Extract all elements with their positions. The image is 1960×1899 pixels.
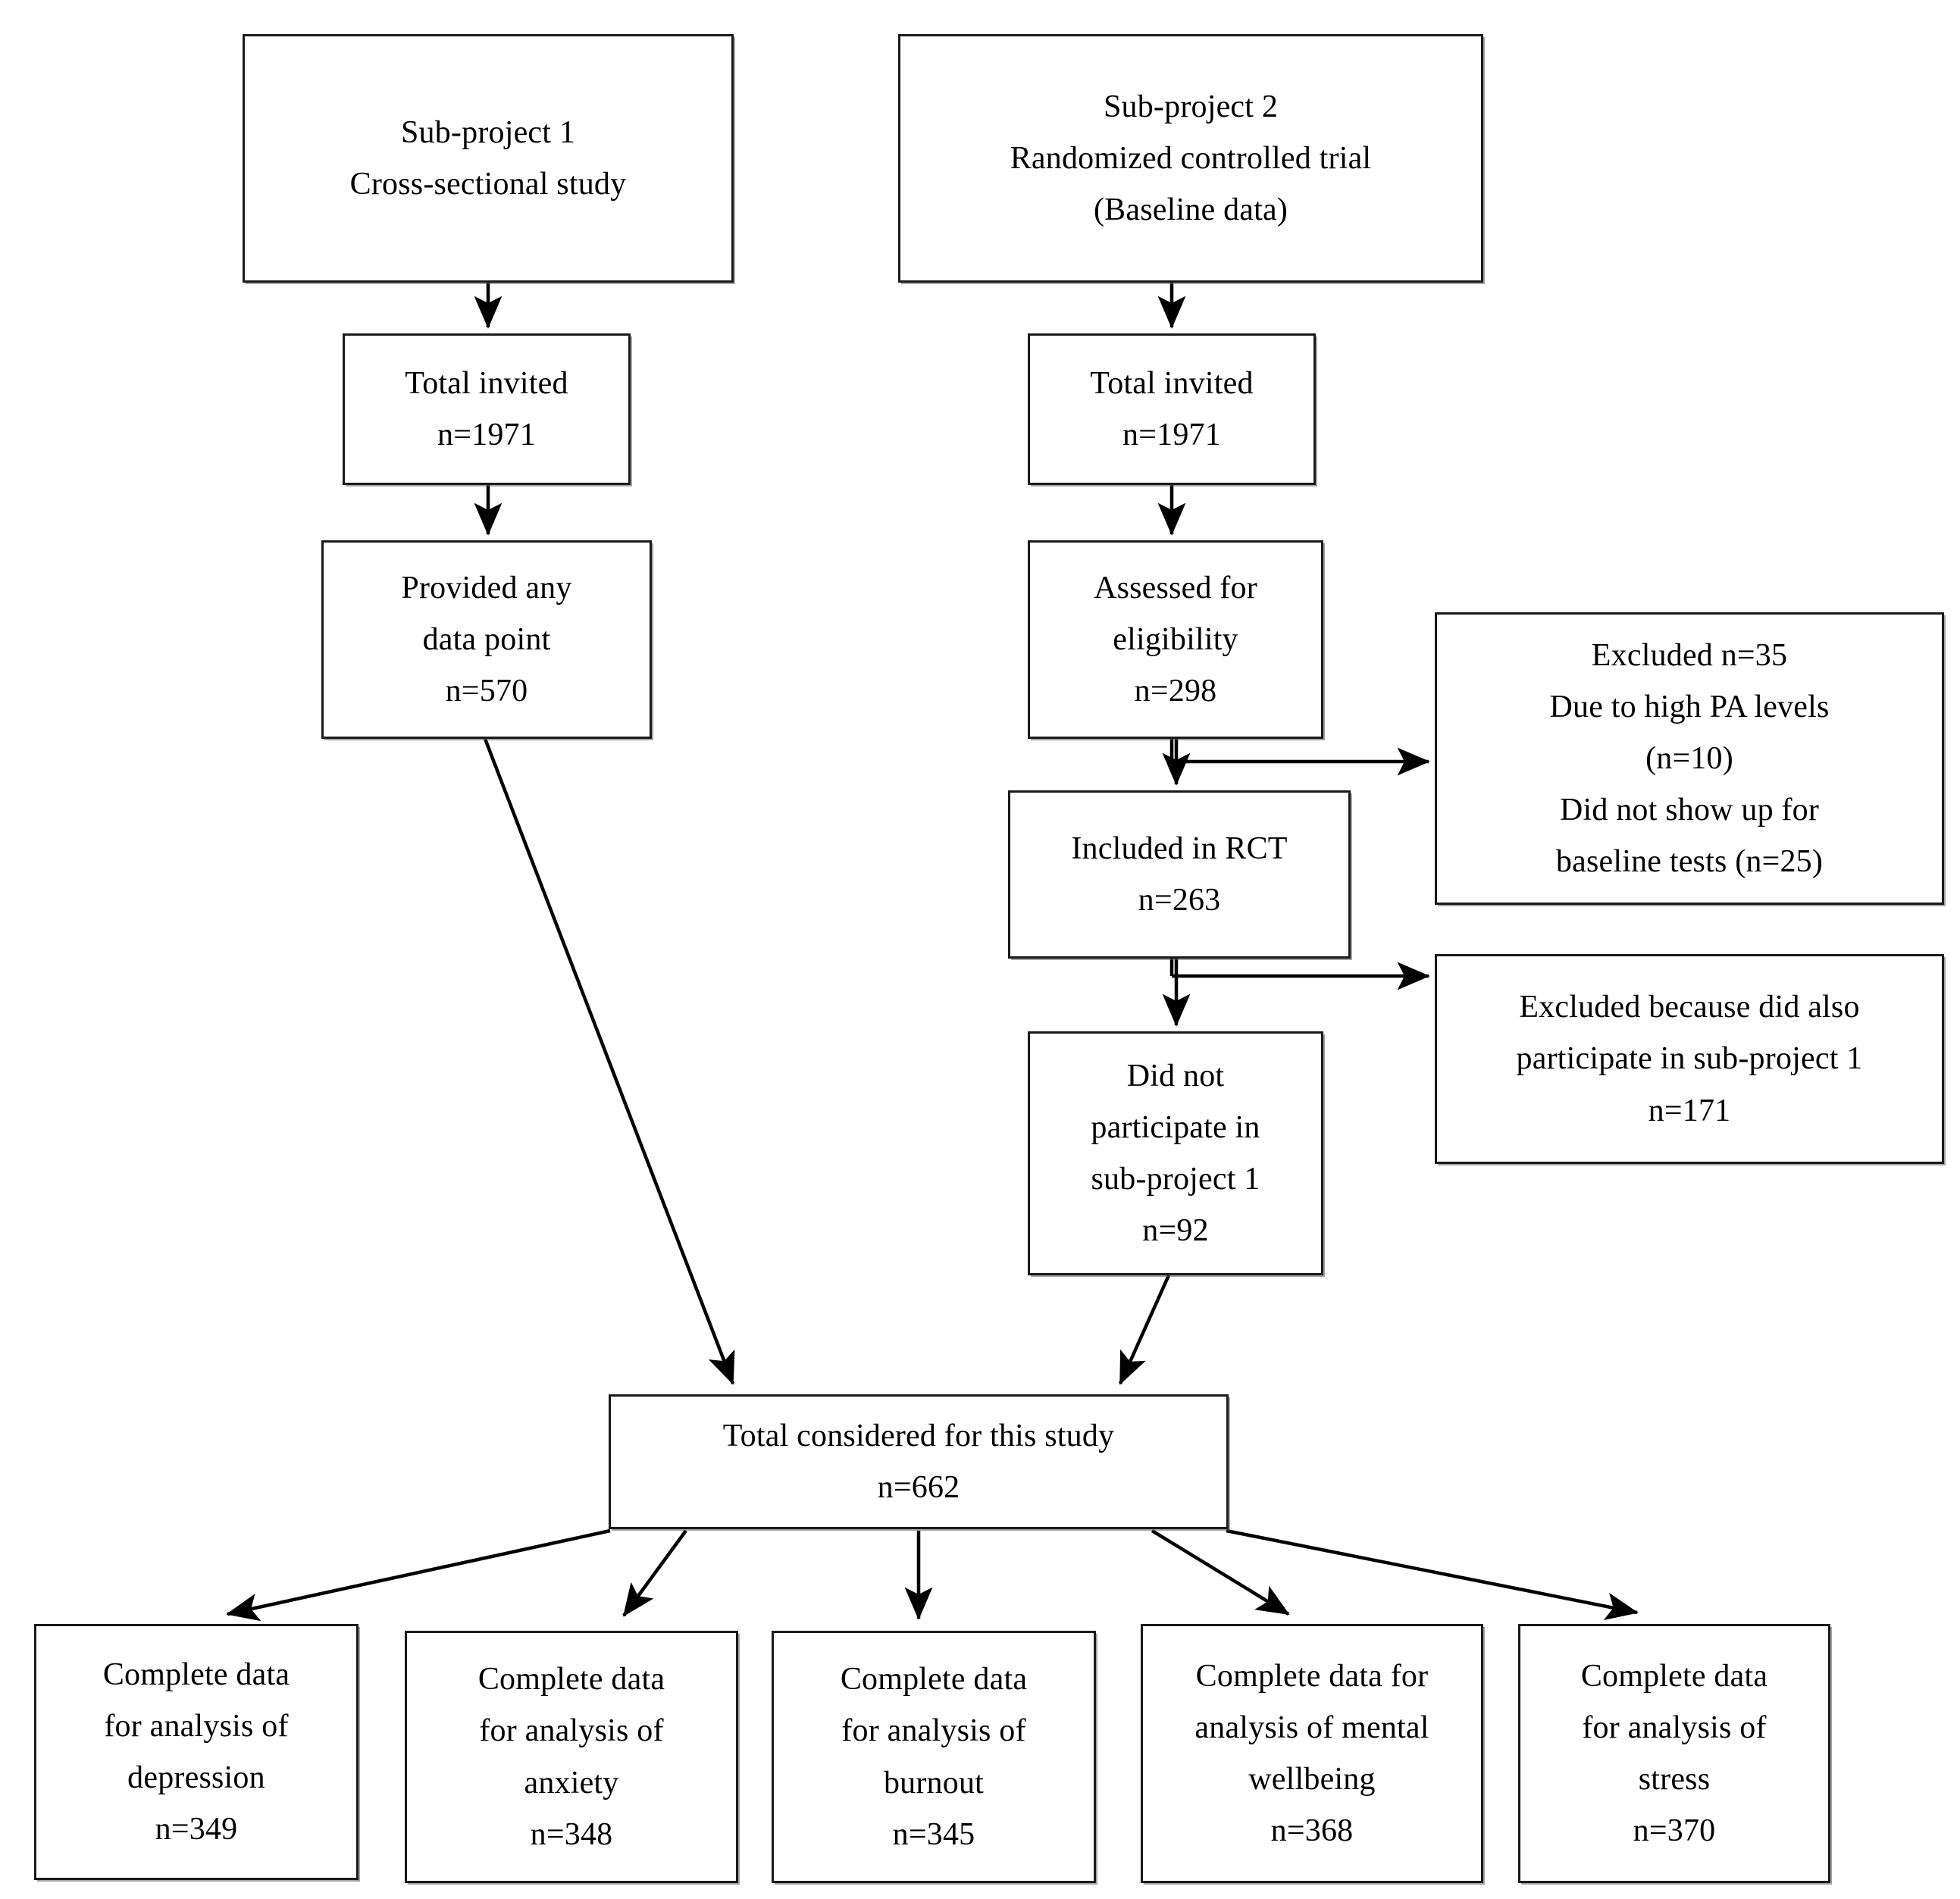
- did-not-participate-count: n=92: [1142, 1213, 1209, 1249]
- arrow-total-to-wellbeing: [1151, 1529, 1290, 1616]
- burnout-line-3: burnout: [883, 1765, 985, 1800]
- included-in-rct-label: Included in RCT: [1071, 831, 1288, 866]
- assessed-for-eligibility-box: Assessed for eligibility n=298: [1028, 540, 1323, 739]
- excluded-35-line-5: baseline tests (n=25): [1555, 844, 1824, 880]
- anxiety-line-3: anxiety: [524, 1765, 619, 1800]
- included-in-rct-box: Included in RCT n=263: [1008, 790, 1351, 959]
- burnout-count: n=345: [892, 1816, 975, 1852]
- complete-data-mental-wellbeing-box: Complete data for analysis of mental wel…: [1141, 1624, 1483, 1883]
- depression-line-1: Complete data: [102, 1657, 290, 1692]
- excluded-35-line-3: (n=10): [1645, 740, 1733, 776]
- burnout-line-1: Complete data: [840, 1662, 1028, 1697]
- sub-project-2-line-3: (Baseline data): [1093, 192, 1288, 228]
- total-invited-1-box: Total invited n=1971: [343, 333, 631, 485]
- arrow-total-to-anxiety: [622, 1529, 687, 1617]
- arrow-notparticipate-to-total: [1118, 1275, 1171, 1385]
- excluded-35-box: Excluded n=35 Due to high PA levels (n=1…: [1435, 612, 1944, 905]
- sub-project-1-box: Sub-project 1 Cross-sectional study: [243, 34, 734, 283]
- complete-data-anxiety-box: Complete data for analysis of anxiety n=…: [405, 1631, 738, 1883]
- assessed-line-2: eligibility: [1113, 621, 1238, 657]
- stress-line-2: for analysis of: [1582, 1710, 1767, 1745]
- assessed-line-1: Assessed for: [1094, 570, 1257, 605]
- sub-project-2-line-1: Sub-project 2: [1103, 89, 1279, 124]
- arrow-provided-to-total: [483, 738, 735, 1385]
- total-invited-1-count: n=1971: [437, 418, 536, 452]
- excluded-35-line-1: Excluded n=35: [1591, 637, 1788, 673]
- wellbeing-count: n=368: [1270, 1813, 1354, 1849]
- sub-project-1-line-2: Cross-sectional study: [349, 167, 627, 202]
- complete-data-depression-box: Complete data for analysis of depression…: [34, 1624, 358, 1880]
- did-not-participate-line-2: participate in: [1091, 1109, 1260, 1145]
- arrow-total-to-stress: [1226, 1528, 1639, 1621]
- complete-data-burnout-box: Complete data for analysis of burnout n=…: [772, 1631, 1096, 1883]
- sub-project-1-line-1: Sub-project 1: [400, 114, 576, 150]
- provided-line-1: Provided any: [401, 570, 572, 605]
- anxiety-line-1: Complete data: [477, 1662, 665, 1697]
- anxiety-count: n=348: [530, 1816, 613, 1852]
- did-not-participate-line-1: Did not: [1126, 1058, 1225, 1093]
- excluded-171-line-1: Excluded because did also: [1519, 990, 1860, 1025]
- burnout-line-2: for analysis of: [841, 1713, 1026, 1749]
- stress-line-3: stress: [1638, 1762, 1711, 1797]
- wellbeing-line-1: Complete data for: [1195, 1658, 1429, 1694]
- stress-line-1: Complete data: [1580, 1658, 1768, 1694]
- provided-any-data-point-box: Provided any data point n=570: [321, 540, 652, 739]
- depression-line-2: for analysis of: [104, 1708, 289, 1744]
- provided-line-2: data point: [422, 621, 551, 657]
- total-considered-box: Total considered for this study n=662: [609, 1394, 1229, 1529]
- total-invited-2-label: Total invited: [1090, 365, 1254, 401]
- sub-project-2-box: Sub-project 2 Randomized controlled tria…: [898, 34, 1483, 283]
- excluded-171-count: n=171: [1648, 1093, 1731, 1128]
- excluded-35-line-4: Did not show up for: [1559, 793, 1820, 828]
- stress-count: n=370: [1633, 1813, 1716, 1849]
- sub-project-2-line-2: Randomized controlled trial: [1010, 140, 1372, 176]
- total-considered-label: Total considered for this study: [722, 1418, 1115, 1453]
- did-not-participate-line-3: sub-project 1: [1091, 1162, 1260, 1197]
- depression-count: n=349: [155, 1812, 238, 1847]
- excluded-also-participated-box: Excluded because did also participate in…: [1435, 954, 1944, 1164]
- arrow-total-to-depression: [226, 1528, 611, 1622]
- assessed-count: n=298: [1134, 674, 1217, 709]
- excluded-171-line-2: participate in sub-project 1: [1516, 1041, 1863, 1077]
- wellbeing-line-2: analysis of mental: [1194, 1710, 1429, 1745]
- did-not-participate-box: Did not participate in sub-project 1 n=9…: [1028, 1031, 1323, 1275]
- complete-data-stress-box: Complete data for analysis of stress n=3…: [1518, 1624, 1830, 1883]
- excluded-35-line-2: Due to high PA levels: [1549, 689, 1830, 724]
- total-invited-1-label: Total invited: [405, 365, 568, 401]
- wellbeing-line-3: wellbeing: [1248, 1762, 1376, 1797]
- total-invited-2-count: n=1971: [1122, 418, 1221, 452]
- total-invited-2-box: Total invited n=1971: [1028, 333, 1316, 485]
- provided-count: n=570: [445, 674, 528, 709]
- total-considered-count: n=662: [877, 1470, 960, 1505]
- depression-line-3: depression: [127, 1760, 265, 1795]
- included-in-rct-count: n=263: [1138, 883, 1221, 918]
- anxiety-line-2: for analysis of: [479, 1713, 664, 1749]
